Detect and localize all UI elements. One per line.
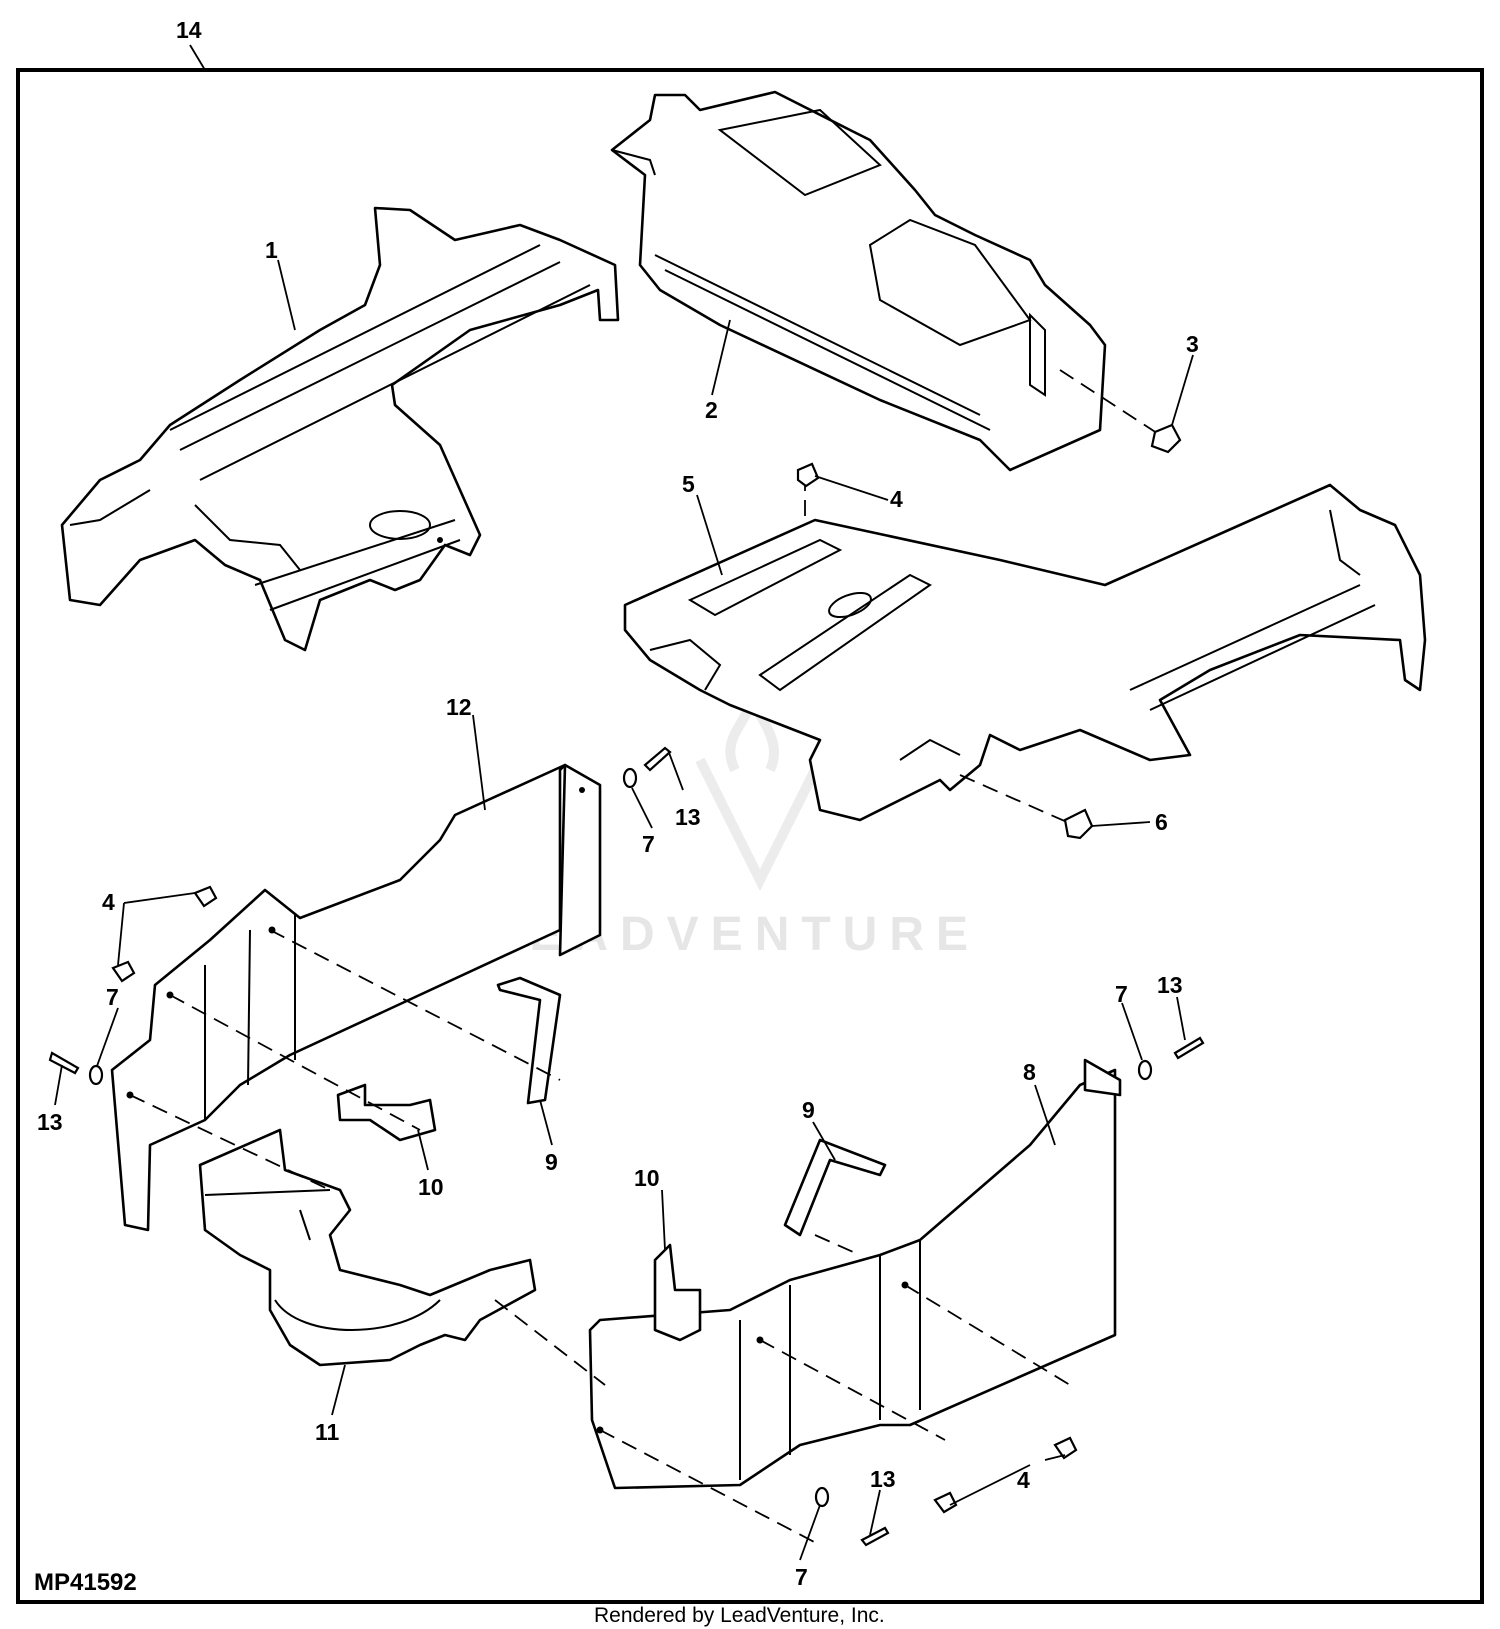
part-12-left-side-panel [110,763,602,1232]
part-2-rear-cover [610,90,1107,472]
callout-10-left: 10 [418,1174,444,1200]
callouts: 14 1 2 3 4 5 6 12 7 13 4 7 13 9 10 13 7 … [37,17,1199,1590]
diagram-reference-id: MP41592 [34,1569,137,1596]
callout-6: 6 [1155,809,1168,835]
washer-7-top-icon [622,767,638,789]
callout-9-right: 9 [802,1097,815,1123]
washer-7-right-icon [1137,1059,1153,1081]
hardware [48,423,1205,1547]
washer-7-bottom-icon [814,1486,830,1508]
part-9-bracket-left [496,976,562,1105]
callout-1: 1 [265,237,278,263]
washer-7-left-icon [88,1064,104,1086]
watermark-logo-icon [695,757,825,892]
part-5-seat-base [623,483,1427,822]
push-pin-4-left-top-icon [193,885,218,908]
bolt-3-icon [1150,423,1182,454]
part-10-bracket-right [653,1243,702,1342]
callout-8: 8 [1023,1059,1036,1085]
callout-4-left: 4 [102,889,115,915]
callout-13-right: 13 [1157,972,1183,998]
leader-lines [54,44,1194,1561]
screw-13-top-icon [643,746,672,772]
callout-7-right: 7 [1115,981,1128,1007]
push-pin-4-left-bottom-icon [111,960,136,983]
callout-9-left: 9 [545,1149,558,1175]
callout-5: 5 [682,471,695,497]
part-1-left-cover [60,206,620,652]
diagram-frame [16,68,1484,1604]
push-pin-4-right-top-icon [1053,1436,1078,1460]
screw-13-right-top-icon [1173,1036,1205,1060]
callout-10-right: 10 [634,1165,660,1191]
push-pin-4-icon [796,462,820,488]
callout-3: 3 [1186,331,1199,357]
part-11-bottom-tray [198,1128,537,1367]
callout-7-top: 7 [642,831,655,857]
part-10-bracket-left [336,1083,437,1142]
render-credit: Rendered by LeadVenture, Inc. [594,1604,885,1627]
callout-13-left: 13 [37,1109,63,1135]
bolt-6-icon [1063,808,1094,840]
callout-13-bottom: 13 [870,1466,896,1492]
callout-7-left: 7 [106,984,119,1010]
callout-4-top: 4 [890,486,903,512]
callout-14: 14 [176,17,202,43]
callout-11: 11 [315,1419,340,1445]
screw-13-left-icon [48,1051,80,1075]
push-pin-4-right-bottom-icon [933,1491,958,1514]
callout-13-top: 13 [675,804,701,830]
callout-12: 12 [446,694,472,720]
part-8-right-side-panel [588,1058,1122,1490]
callout-4-right: 4 [1017,1467,1030,1493]
screw-13-bottom-icon [860,1526,890,1547]
callout-7-bottom: 7 [795,1564,808,1590]
part-9-bracket-right [783,1138,887,1237]
callout-2: 2 [705,397,718,423]
